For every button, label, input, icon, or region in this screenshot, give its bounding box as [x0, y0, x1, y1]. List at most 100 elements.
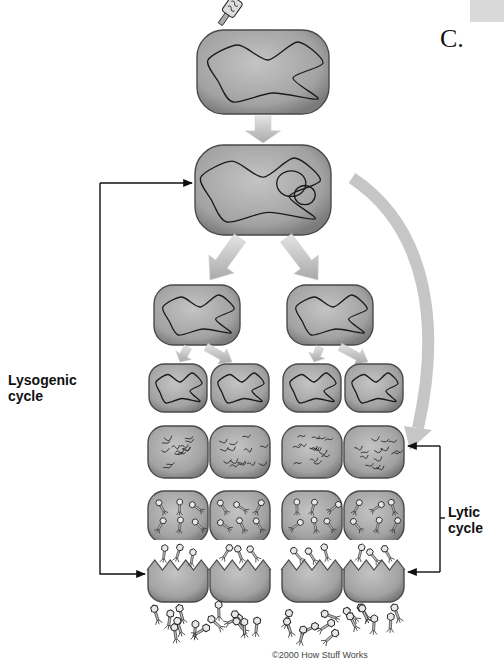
phage-part: [164, 436, 172, 441]
phage-part: [365, 463, 373, 466]
bacterium-cell: [210, 491, 270, 543]
phage: [252, 517, 266, 534]
lytic-bracket-arrow: [408, 445, 440, 446]
phage-part: [374, 456, 382, 461]
phage: [308, 498, 318, 516]
bacterium-cell: [287, 285, 373, 345]
bacterium-cell: [148, 426, 208, 478]
burst-edge: [147, 560, 209, 570]
phage-part: [163, 466, 171, 468]
phage: [316, 618, 337, 635]
phage: [241, 618, 249, 638]
phage: [296, 625, 308, 646]
phage-part: [238, 462, 246, 465]
phage: [216, 499, 230, 516]
phage-part: [293, 462, 301, 464]
bacterial-dna: [208, 42, 323, 102]
phage: [357, 603, 372, 624]
bacterium-cell: [282, 426, 342, 478]
phage-part: [293, 445, 301, 447]
phage-part: [171, 445, 179, 449]
phage: [356, 602, 373, 623]
phage: [355, 543, 366, 562]
phage: [289, 546, 306, 564]
phage: [323, 517, 337, 534]
phage: [215, 601, 223, 621]
phage: [188, 500, 205, 514]
phage-part: [259, 462, 267, 466]
bacterial-dna: [290, 373, 336, 403]
phage-part: [227, 447, 235, 451]
lytic-bracket: [439, 446, 440, 572]
phage: [252, 617, 261, 638]
phage: [150, 604, 163, 625]
bacterium-cell: [145, 540, 211, 602]
phage-part: [186, 439, 194, 442]
phage-part: [360, 455, 368, 458]
bacterial-dna: [352, 373, 398, 403]
bacterial-dna: [200, 158, 320, 222]
phage: [380, 544, 395, 563]
phage: [326, 500, 343, 515]
phage: [170, 623, 180, 644]
phage: [231, 616, 249, 636]
phage: [235, 516, 248, 534]
phage: [245, 544, 261, 563]
flow-arrow: [338, 343, 368, 364]
bacterium-cell: [211, 364, 269, 412]
cycle-label: Lytic cycle: [448, 504, 502, 536]
phage: [373, 516, 383, 534]
phage: [160, 544, 169, 563]
phage: [370, 615, 379, 635]
lysogenic-return-line: [100, 182, 192, 183]
phage-part: [244, 448, 252, 452]
bacterium-cell: [197, 30, 329, 114]
bacterium-cell: [210, 426, 270, 478]
phage-part: [224, 459, 232, 463]
phage: [387, 613, 395, 633]
bacterium-cell: [344, 426, 404, 478]
phage-part: [312, 436, 320, 439]
bacterium-cell: [207, 540, 273, 602]
phage-part: [381, 439, 389, 442]
flow-arrow: [245, 116, 280, 143]
phage-part: [313, 447, 321, 451]
phage: [321, 628, 341, 647]
flow-arrow: [176, 345, 192, 362]
bacterium-cell: [282, 491, 343, 543]
phage: [311, 516, 320, 534]
phage-part: [374, 448, 382, 452]
phage: [349, 517, 364, 534]
phage-part: [247, 462, 255, 466]
phage-part: [185, 436, 193, 438]
phage: [294, 499, 300, 516]
copyright-note: ©2000 How Stuff Works: [272, 650, 412, 660]
flow-arrow: [309, 346, 325, 362]
phage-part: [391, 452, 399, 454]
phage: [187, 548, 196, 567]
phage: [154, 516, 167, 534]
phage: [155, 499, 169, 516]
phage: [216, 518, 233, 532]
phage: [320, 543, 331, 562]
phage: [389, 516, 401, 534]
phage: [191, 518, 207, 534]
bacterial-dna: [218, 373, 264, 403]
phage-part: [325, 438, 333, 440]
phage-part: [180, 445, 188, 448]
bacterium-cell: [341, 540, 407, 602]
bacterium-cell: [149, 364, 207, 412]
flow-arrow: [280, 234, 318, 280]
phage-part: [260, 444, 268, 447]
phage-part: [162, 441, 170, 443]
phage-part: [298, 444, 306, 447]
prophage-loop: [277, 171, 306, 197]
phage: [176, 499, 182, 516]
phage: [252, 498, 265, 516]
infecting-phage: [215, 0, 244, 28]
phage: [190, 623, 211, 639]
burst-edge: [343, 560, 405, 570]
lysogenic-bracket: [100, 183, 145, 574]
lytic-tick: [440, 517, 445, 518]
